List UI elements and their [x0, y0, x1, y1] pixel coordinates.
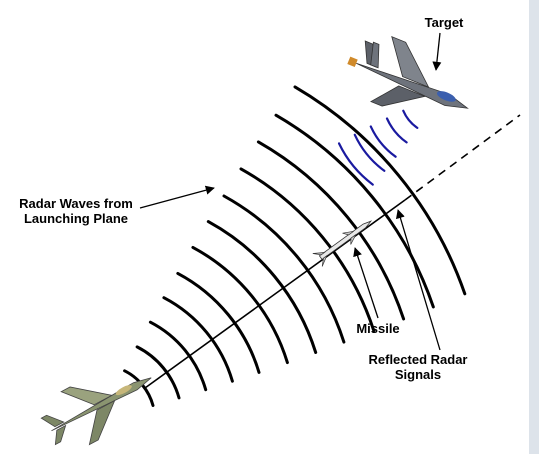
- flight-path-dashed: [404, 114, 521, 201]
- missile-arrow: [353, 247, 379, 319]
- reflected-wave-arcs: [337, 109, 419, 186]
- reflected-wave-arc: [353, 133, 386, 172]
- target-label: Target: [424, 15, 464, 30]
- reflected-label-line1: Reflected Radar: [368, 352, 468, 367]
- radar-waves-label-line2: Launching Plane: [23, 211, 128, 226]
- edge-strip: [529, 0, 539, 454]
- radar-wave-arcs: [123, 85, 467, 407]
- reflected-arrow: [395, 209, 441, 351]
- radar-wave-arc: [148, 320, 208, 392]
- radar-wave-arc: [206, 220, 318, 354]
- radar-wave-arc: [176, 271, 261, 374]
- launching-plane-icon: [40, 377, 152, 446]
- radar-wave-arc: [191, 245, 289, 365]
- radar-wave-arc: [239, 167, 376, 333]
- target-arrow: [432, 32, 442, 71]
- target-plane-icon: [347, 35, 469, 109]
- radar-wave-arc: [135, 345, 181, 400]
- radar-waves-label-line1: Radar Waves from: [19, 196, 133, 211]
- radar-wave-arc: [222, 194, 346, 344]
- radar-waves-arrow: [139, 185, 215, 209]
- reflected-label-line2: Signals: [394, 367, 442, 382]
- reflected-wave-arc: [385, 117, 408, 144]
- reflected-wave-arc: [402, 109, 419, 129]
- radar-wave-arc: [274, 113, 435, 309]
- reflected-signals-label: Reflected Radar Signals: [358, 352, 478, 382]
- missile-label: Missile: [356, 321, 400, 336]
- reflected-wave-arc: [337, 142, 374, 186]
- missile-icon: [312, 220, 373, 267]
- reflected-wave-arc: [369, 125, 397, 158]
- radar-waves-label: Radar Waves from Launching Plane: [6, 196, 146, 226]
- radar-wave-arc: [293, 85, 467, 296]
- radar-wave-arc: [162, 296, 234, 383]
- radar-wave-arc: [256, 140, 406, 321]
- flight-path-line: [144, 199, 406, 389]
